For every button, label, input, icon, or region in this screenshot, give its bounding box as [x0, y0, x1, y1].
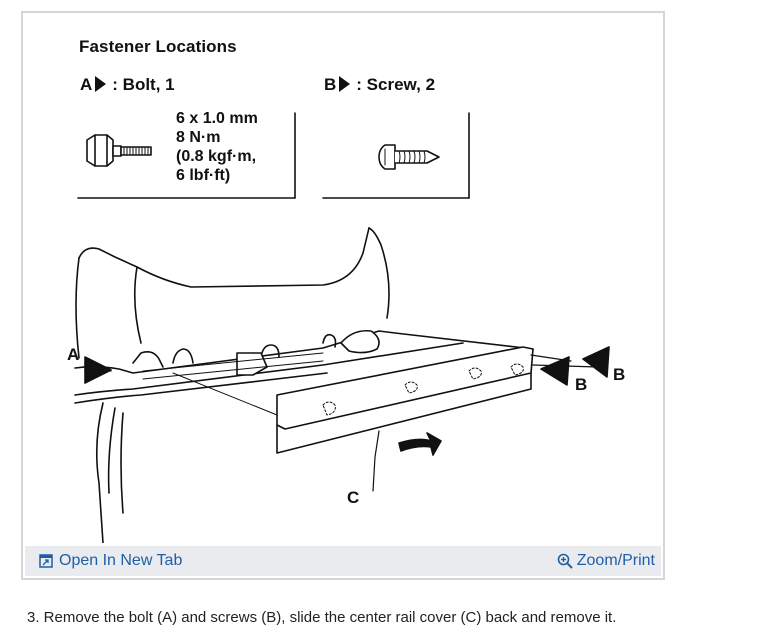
spec-line: (0.8 kgf·m,: [176, 148, 257, 165]
magnifier-plus-icon: [557, 553, 573, 569]
open-new-tab-icon: [39, 554, 53, 568]
figure-footer: Open In New Tab Zoom/Print: [25, 546, 661, 576]
bolt-spec: 6 x 1.0 mm 8 N·m (0.8 kgf·m, 6 lbf·ft): [176, 109, 258, 185]
fastener-a-letter: A: [80, 75, 93, 94]
arrowhead-icon: [339, 76, 351, 92]
open-in-new-tab-link[interactable]: Open In New Tab: [39, 552, 182, 570]
diagram-illustration: [74, 112, 610, 543]
slide-arrow-icon: [398, 432, 442, 456]
callout-b: B: [575, 375, 588, 394]
arrowhead-a-icon: [84, 356, 112, 384]
callout-a: A: [67, 345, 80, 364]
figure-frame: Fastener Locations A : Bolt, 1 B : Screw, …: [21, 11, 665, 580]
fastener-b-label: : Screw, 2: [356, 75, 436, 94]
bolt-icon: [86, 134, 152, 167]
figure-title: Fastener Locations: [79, 37, 237, 56]
legend-box-lines: [77, 112, 470, 199]
rail-cover: [276, 346, 534, 454]
seat-outline: [75, 227, 390, 543]
zoom-print-label[interactable]: Zoom/Print: [576, 552, 655, 569]
open-in-new-tab-label[interactable]: Open In New Tab: [59, 552, 183, 569]
step-caption: 3. Remove the bolt (A) and screws (B), s…: [27, 609, 617, 626]
screw-icon: [378, 144, 440, 170]
rail-assembly: [74, 329, 534, 416]
fastener-a-legend: A : Bolt, 1: [80, 75, 175, 95]
arrowhead-b2-icon: [582, 346, 610, 378]
callout-b: B: [613, 365, 626, 384]
fastener-b-letter: B: [324, 75, 337, 94]
fastener-b-legend: B : Screw, 2: [324, 75, 435, 95]
arrowhead-b1-icon: [540, 356, 570, 386]
spec-line: 8 N·m: [176, 129, 221, 146]
arrowhead-icon: [95, 76, 107, 92]
spec-line: 6 x 1.0 mm: [176, 110, 258, 127]
callout-c: C: [347, 488, 360, 507]
zoom-print-link[interactable]: Zoom/Print: [557, 552, 655, 570]
fastener-a-label: : Bolt, 1: [112, 75, 175, 94]
spec-line: 6 lbf·ft): [176, 167, 231, 184]
